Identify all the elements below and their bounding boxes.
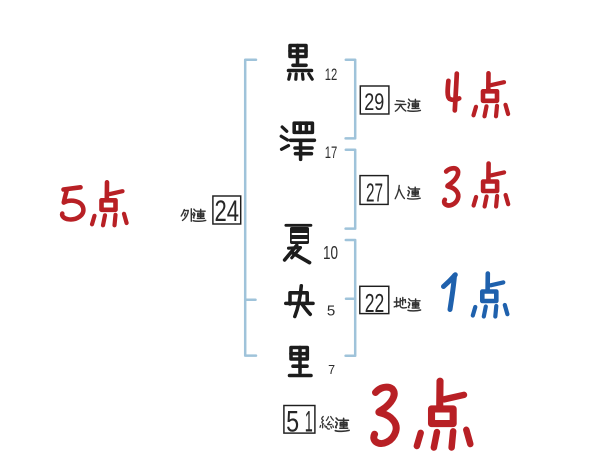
svg-text:29: 29 — [364, 89, 384, 116]
svg-text:7: 7 — [328, 363, 335, 377]
svg-text:27: 27 — [366, 177, 383, 207]
svg-text:22: 22 — [365, 288, 385, 318]
svg-text:12: 12 — [325, 65, 338, 84]
svg-text:1: 1 — [305, 405, 313, 438]
svg-text:10: 10 — [323, 243, 338, 263]
svg-text:5: 5 — [327, 302, 335, 319]
svg-text:24: 24 — [214, 195, 239, 228]
svg-text:5: 5 — [286, 405, 299, 438]
svg-text:17: 17 — [325, 143, 338, 162]
